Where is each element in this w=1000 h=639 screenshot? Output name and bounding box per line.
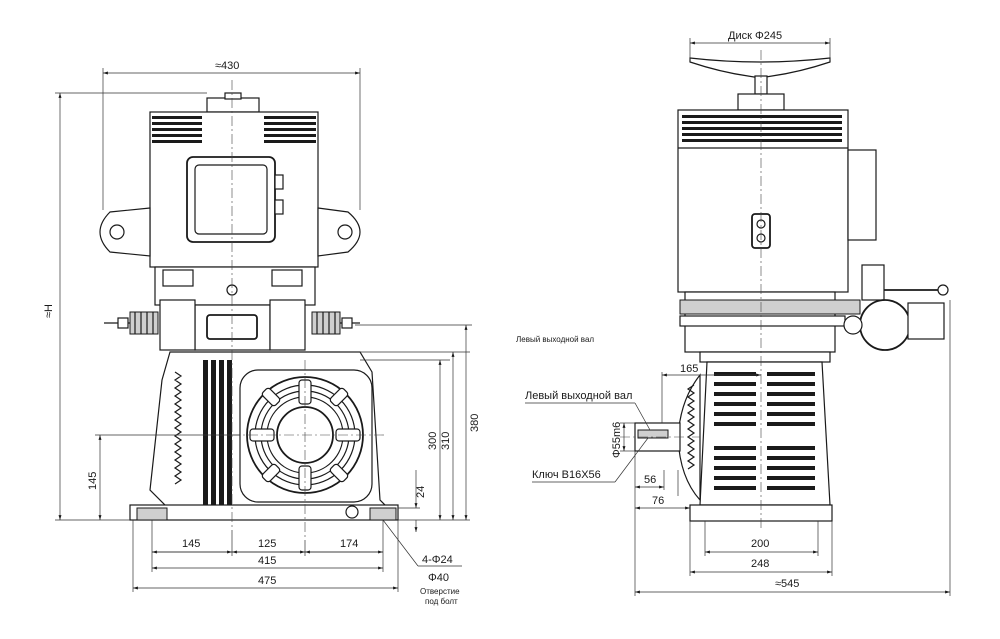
label-left-shaft-small: Левый выходной вал xyxy=(516,335,594,344)
base-plate xyxy=(129,504,399,521)
dim-shaft-55m6: Φ55m6 xyxy=(611,422,623,458)
foot-left xyxy=(136,507,168,521)
dim-height-H: ≈H xyxy=(43,304,55,318)
brake-block-right xyxy=(271,269,303,287)
hole-callout-diameter: 4-Φ24 xyxy=(422,554,453,566)
dim-248: 248 xyxy=(751,558,769,570)
dim-475: 475 xyxy=(258,575,276,587)
motor-fins xyxy=(152,116,316,143)
side-motor-fins xyxy=(682,115,842,142)
side-brake-plate xyxy=(679,299,861,315)
gland-2 xyxy=(274,199,284,215)
brake-block-left xyxy=(162,269,194,287)
dim-24: 24 xyxy=(415,486,427,498)
dim-disk-245: Диск Φ245 xyxy=(728,30,782,42)
dim-125: 125 xyxy=(258,538,276,550)
drain-plug xyxy=(345,505,359,519)
label-left-shaft: Левый выходной вал xyxy=(525,390,632,402)
brake-spring-right xyxy=(311,311,360,335)
dim-76: 76 xyxy=(652,495,664,507)
foot-right xyxy=(369,507,397,521)
dim-174: 174 xyxy=(340,538,358,550)
side-motor-housing xyxy=(677,109,849,293)
dim-380: 380 xyxy=(469,414,481,432)
terminal-box-inner xyxy=(194,164,268,235)
dim-415: 415 xyxy=(258,555,276,567)
lug-hole-right xyxy=(337,224,353,240)
label-key: Ключ B16X56 xyxy=(532,469,601,481)
handwheel-disk xyxy=(689,57,831,79)
dim-200: 200 xyxy=(751,538,769,550)
gland-1 xyxy=(274,174,284,190)
lever-knob xyxy=(937,284,949,296)
dim-165: 165 xyxy=(680,363,698,375)
top-bolt xyxy=(224,92,242,100)
front-view: ≈430 ≈H 145 300 310 380 24 xyxy=(43,60,481,606)
dim-145-horizontal: 145 xyxy=(182,538,200,550)
hole-note-line2: под болт xyxy=(425,597,458,606)
brake-arm-left xyxy=(159,299,196,351)
side-cover-ribs xyxy=(686,384,696,470)
dim-310: 310 xyxy=(440,432,452,450)
release-box xyxy=(907,302,945,340)
side-terminal-box xyxy=(847,149,877,241)
lifting-lug-left xyxy=(99,207,151,257)
side-gearbox-fins xyxy=(714,372,815,490)
lug-hole-left xyxy=(109,224,125,240)
hole-callout-counterbore: Φ40 xyxy=(428,572,449,584)
gearbox-serration xyxy=(173,371,183,485)
side-brake-bar xyxy=(679,315,846,327)
hole-note-line1: Отверстие xyxy=(420,587,460,596)
top-cap xyxy=(206,97,260,113)
dim-300: 300 xyxy=(427,432,439,450)
dim-56: 56 xyxy=(644,474,656,486)
side-view: Диск Φ245 165 Φ55m6 56 76 200 248 ≈545 Л… xyxy=(516,30,951,596)
dim-width-430: ≈430 xyxy=(215,60,239,72)
dim-145-vertical: 145 xyxy=(87,472,99,490)
brake-arm-right xyxy=(269,299,306,351)
brake-spring-left xyxy=(104,311,159,335)
side-gearbox-top xyxy=(699,351,831,363)
dim-545: ≈545 xyxy=(775,578,799,590)
release-hub xyxy=(843,315,863,335)
release-wheel xyxy=(859,299,911,351)
release-lever-post xyxy=(861,264,885,301)
shaft-key xyxy=(637,429,669,439)
